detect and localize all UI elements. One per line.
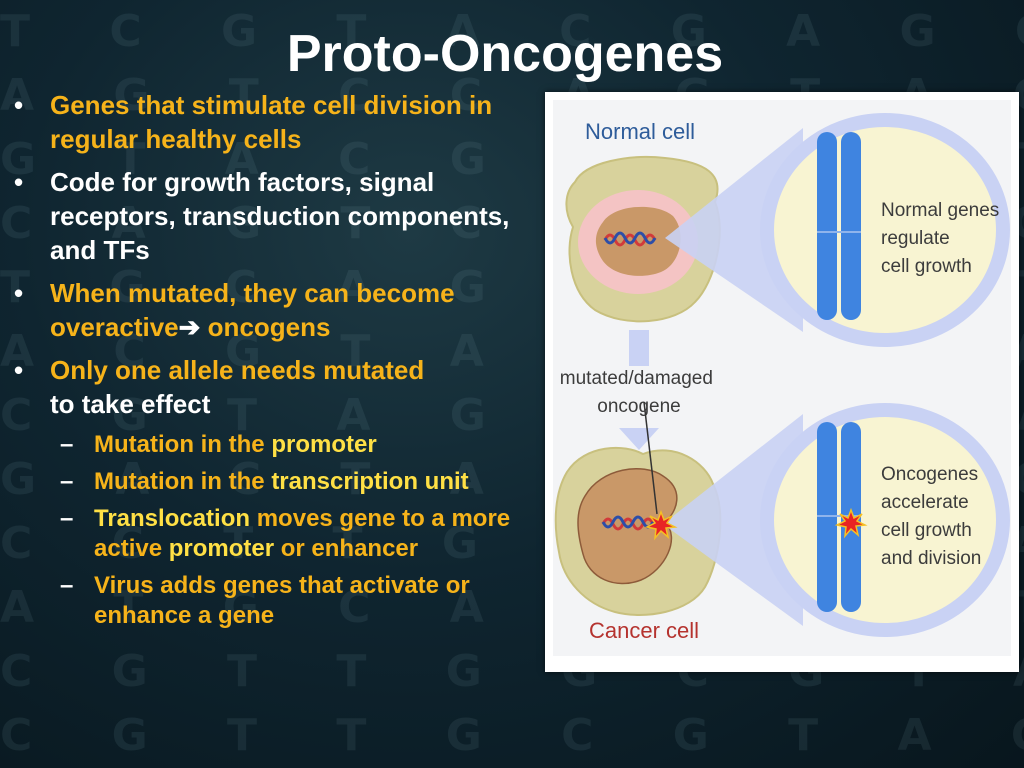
bullet-text-continued: to take effect [50, 389, 211, 419]
sub-bullet-text-highlight: transcription unit [271, 468, 469, 495]
sub-bullet-dash: – [60, 572, 74, 599]
normal-cell-nucleus [595, 206, 681, 276]
normal-dna-strand-blue [603, 231, 657, 245]
bullet-item: • Only one allele needs mutated to take … [14, 353, 534, 421]
normal-chromosome-right [841, 132, 861, 320]
normal-cell-label: Normal cell [585, 119, 695, 144]
bg-letter-row: C G T T G C G T A C [0, 710, 1024, 761]
bullet-dot: • [14, 90, 24, 120]
bg-letter-row: T C G T A C G A G G [0, 6, 1024, 57]
bullet-item: • Genes that stimulate cell division in … [14, 88, 534, 156]
normal-zoom-beam [665, 128, 803, 332]
sub-bullet-text: or enhancer [274, 535, 419, 562]
sub-bullet-text: moves gene to a more active [94, 505, 511, 562]
down-arrow-head [619, 428, 659, 450]
bullet-text: Code for growth factors, signal receptor… [50, 167, 510, 265]
sub-bullet-item: – Mutation in the transcription unit [14, 467, 534, 497]
cancer-cell-label: Cancer cell [589, 618, 699, 643]
sub-bullet-text-highlight: promoter [271, 431, 377, 458]
sub-bullet-dash: – [60, 468, 74, 495]
mutated-oncogene-label: mutated/damaged oncogene [560, 368, 718, 417]
bullet-text: Genes that stimulate cell division in re… [50, 90, 493, 154]
bullet-text: Only one allele needs mutated [50, 355, 425, 385]
sub-bullet-text: Mutation in the [94, 468, 272, 495]
sub-bullet-text-highlight: Translocation [94, 505, 251, 532]
down-arrow-shaft [629, 330, 649, 366]
sub-bullet-dash: – [60, 431, 74, 458]
cancer-dna-strand-blue [601, 515, 655, 529]
normal-genes-text: Normal genes regulate cell growth [881, 200, 1005, 277]
sub-bullet-item: – Mutation in the promoter [14, 430, 534, 460]
sub-bullet-text-highlight: promoter [168, 535, 275, 562]
bullet-item: • When mutated, they can become overacti… [14, 276, 534, 344]
bullet-text: When mutated, they can become overactive [50, 278, 455, 342]
mutation-burst-icon [644, 509, 678, 541]
bullet-dot: • [14, 167, 24, 197]
cancer-zoom-beam [663, 414, 803, 626]
sub-bullet-dash: – [60, 505, 74, 532]
sub-bullet-text: Mutation in the [94, 431, 272, 458]
oncogene-diagram: Normal cell Normal genes regulate cell g… [545, 92, 1019, 672]
chromosome-mutation-burst-icon [834, 507, 868, 539]
mutation-pointer-line [643, 401, 658, 515]
normal-chromosome-left [817, 132, 837, 320]
diagram-svg: Normal cell Normal genes regulate cell g… [553, 100, 1011, 656]
sub-bullet-item: – Virus adds genes that activate or enha… [14, 571, 534, 631]
bullet-text-continued: oncogens [200, 312, 331, 342]
sub-bullet-text: Virus adds genes that activate or enhanc… [94, 572, 470, 629]
arrow-icon: ➔ [178, 312, 201, 342]
bullet-dot: • [14, 355, 24, 385]
sub-bullet-item: – Translocation moves gene to a more act… [14, 504, 534, 564]
slide-title: Proto-Oncogenes [286, 25, 724, 83]
bullet-item: • Code for growth factors, signal recept… [14, 165, 534, 267]
bullet-list: • Genes that stimulate cell division in … [14, 88, 534, 638]
oncogenes-text: Oncogenes accelerate cell growth and div… [881, 464, 983, 569]
bullet-dot: • [14, 278, 24, 308]
